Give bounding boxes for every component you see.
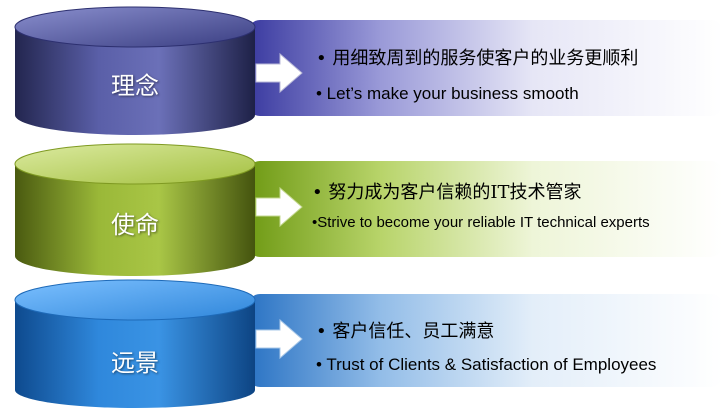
mission-text-en: •Strive to become your reliable IT techn… (312, 214, 650, 231)
vision-text-zh: • 客户信任、员工满意 (316, 321, 495, 342)
panel-philosophy (248, 20, 723, 116)
cylinder-label-vision: 远景 (111, 349, 159, 377)
panel-mission (248, 161, 723, 257)
cylinder-label-mission: 使命 (111, 211, 159, 239)
cylinder-vision (14, 279, 256, 408)
philosophy-text-en: • Let’s make your business smooth (316, 84, 579, 103)
arrow-right-icon (255, 52, 303, 94)
vision-text-en: • Trust of Clients & Satisfaction of Emp… (316, 355, 657, 374)
mission-text-zh: • 努力成为客户信赖的IT技术管家 (312, 182, 582, 203)
arrow-right-icon (255, 186, 303, 228)
cylinder-mission (14, 143, 256, 276)
arrow-right-icon (255, 318, 303, 360)
panel-vision (248, 294, 723, 387)
philosophy-text-zh: • 用细致周到的服务使客户的业务更顺利 (316, 48, 639, 69)
cylinder-label-philosophy: 理念 (111, 72, 159, 100)
cylinder-philosophy (14, 6, 256, 135)
